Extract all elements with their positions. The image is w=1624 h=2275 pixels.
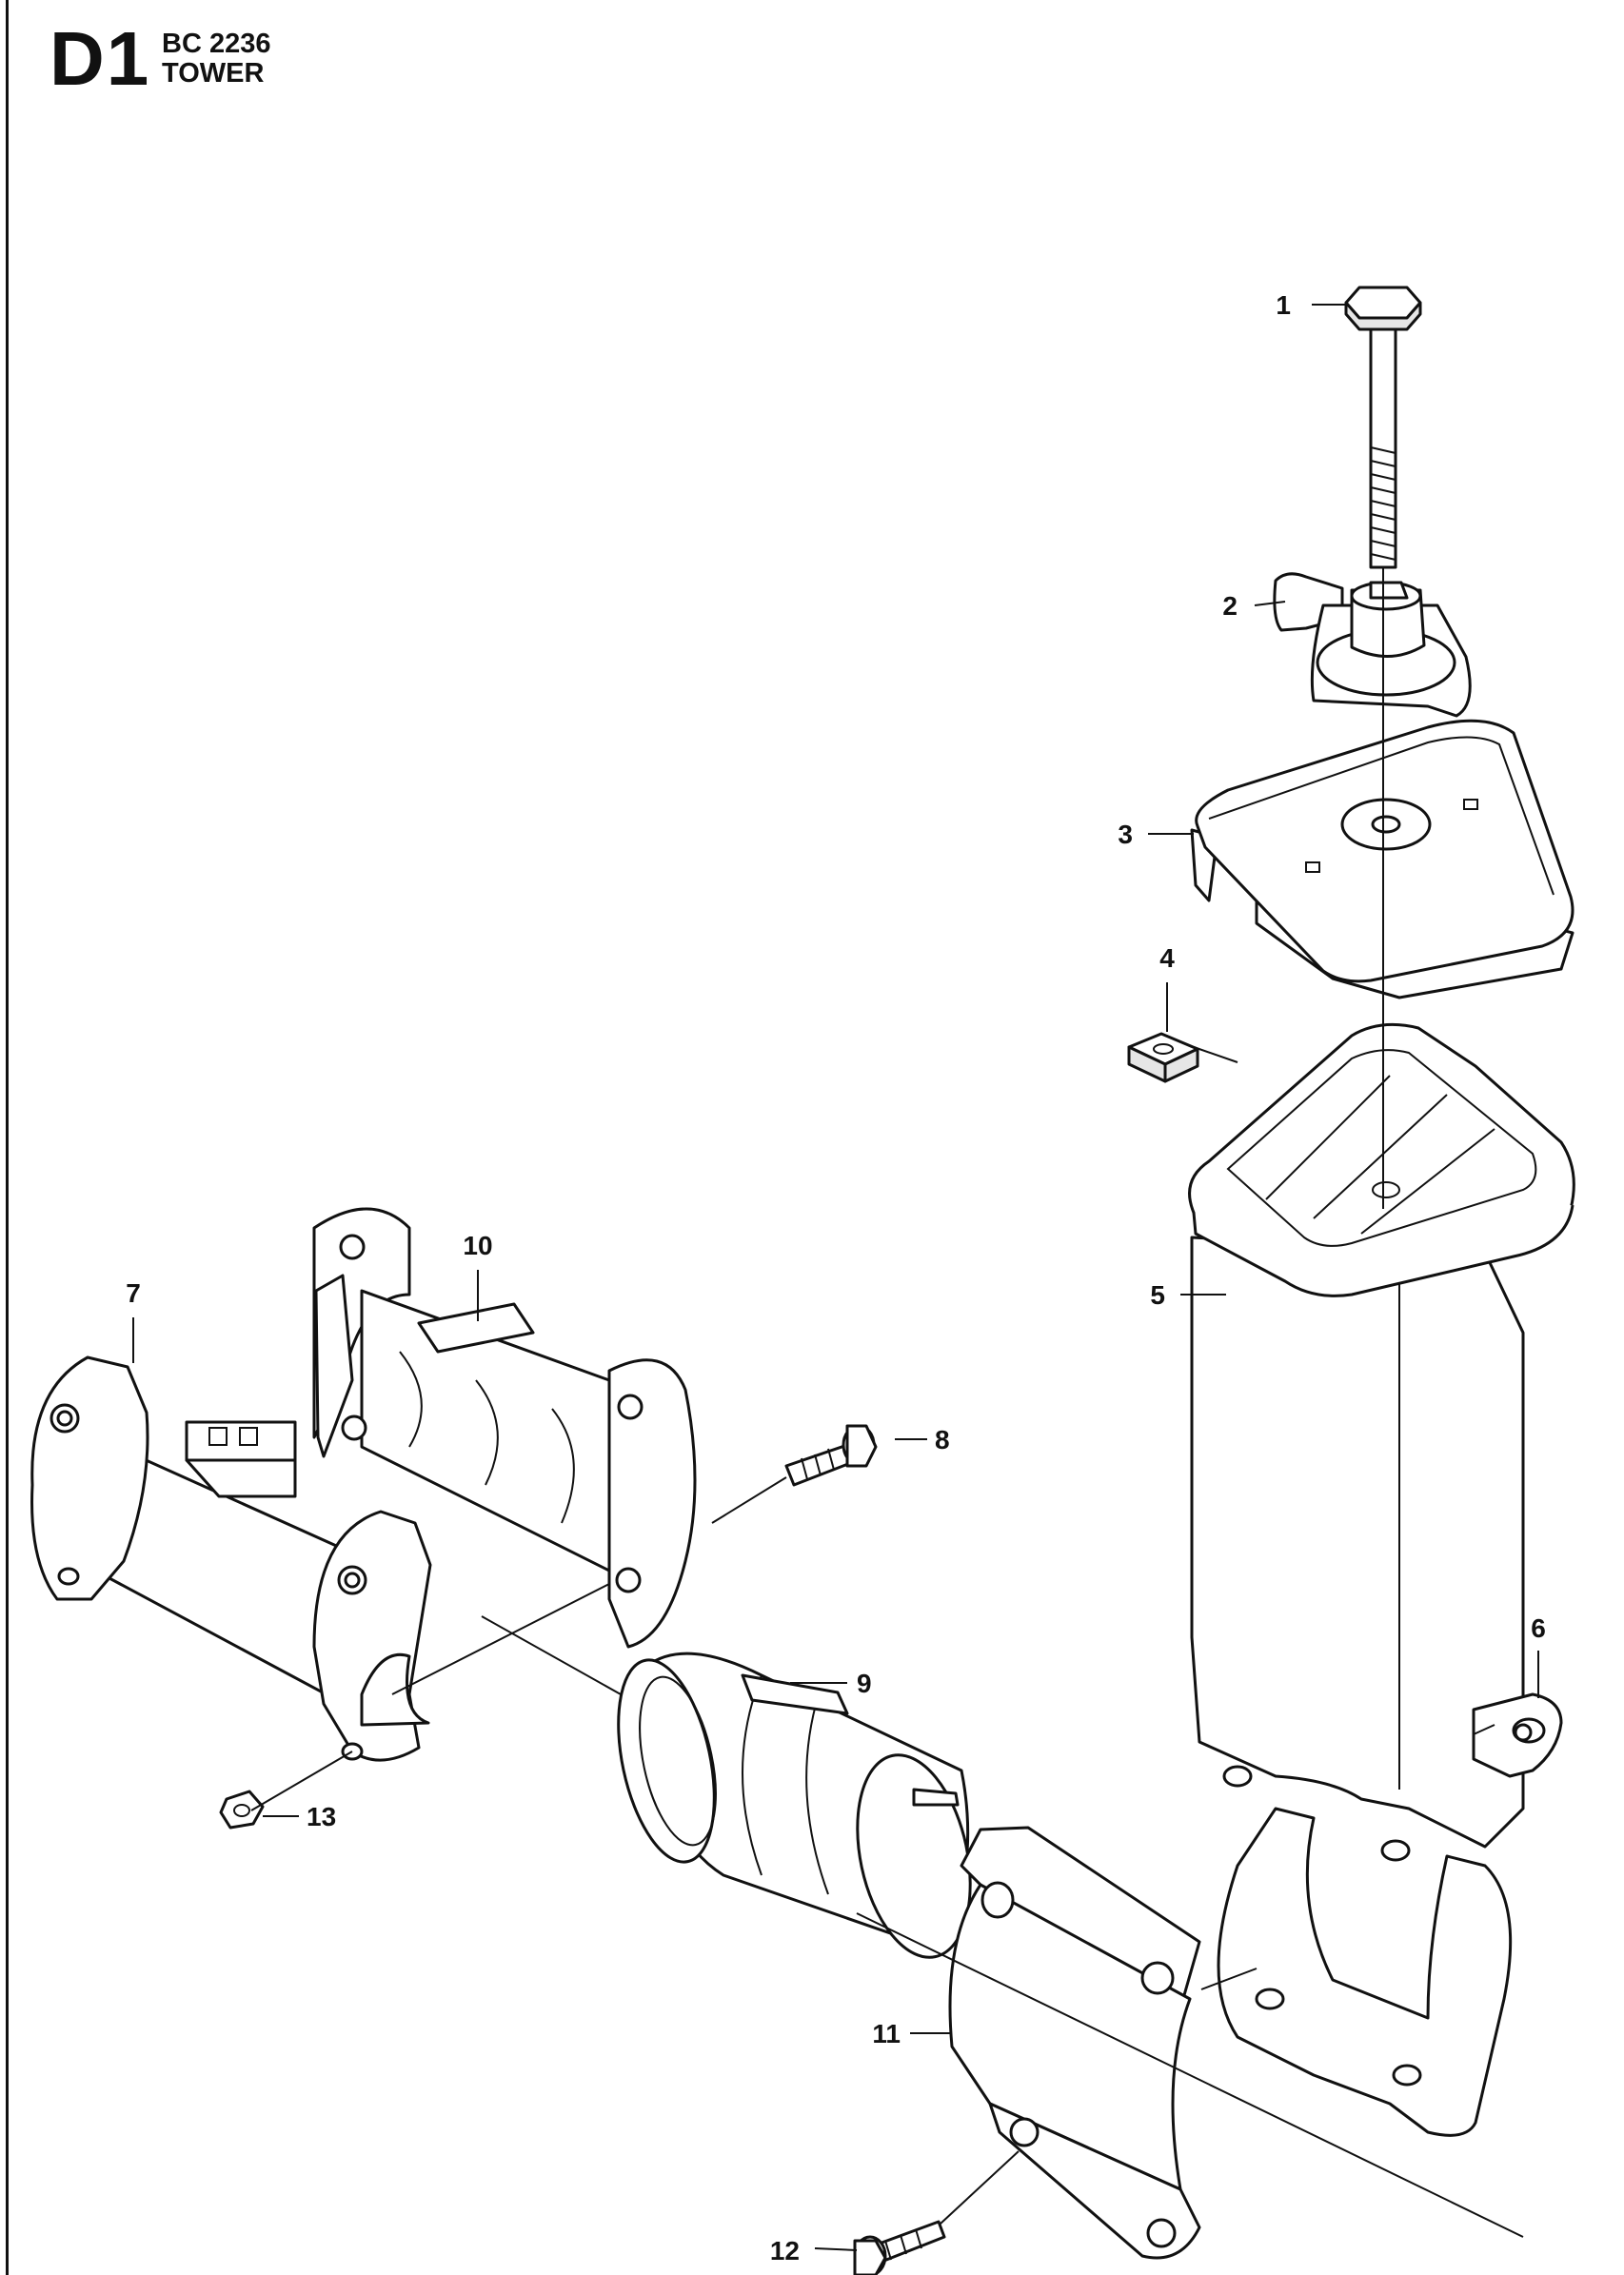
callout-8: 8 <box>935 1425 950 1454</box>
part-9-tube-sleeve[interactable] <box>603 1652 988 1968</box>
callout-1: 1 <box>1276 290 1291 320</box>
callout-leaders <box>132 304 1539 2251</box>
part-4-square-nut[interactable] <box>1127 1032 1199 1083</box>
part-5-tower[interactable] <box>1188 1022 1575 2137</box>
part-10-clamp-half[interactable] <box>312 1207 697 1649</box>
assembly-name: TOWER <box>162 58 265 89</box>
callout-labels: 1 2 3 4 5 6 7 8 9 10 11 12 13 <box>126 290 1546 2265</box>
callout-6: 6 <box>1531 1613 1546 1643</box>
callout-12: 12 <box>770 2236 800 2265</box>
part-7-clamp-housing[interactable] <box>30 1355 432 1762</box>
callout-3: 3 <box>1118 820 1133 849</box>
part-1-bolt[interactable] <box>1344 286 1422 600</box>
callout-4: 4 <box>1159 943 1175 973</box>
assembly-axis-lines <box>250 567 1524 2238</box>
callout-2: 2 <box>1222 591 1238 621</box>
part-8-screw[interactable] <box>784 1424 878 1487</box>
part-2-wing-knob[interactable] <box>1273 572 1472 718</box>
callout-9: 9 <box>857 1669 872 1698</box>
part-13-nut[interactable] <box>219 1790 265 1830</box>
section-code: D1 <box>50 16 151 101</box>
part-6-cable-clip[interactable] <box>1472 1692 1563 1778</box>
callout-10: 10 <box>463 1231 492 1260</box>
page-frame-line <box>6 0 9 2275</box>
callout-5: 5 <box>1150 1280 1165 1310</box>
part-12-screw[interactable] <box>853 2220 946 2275</box>
model-number: BC 2236 <box>162 29 271 59</box>
part-11-lower-clamp[interactable] <box>948 1826 1201 2260</box>
callout-7: 7 <box>126 1278 141 1308</box>
callout-13: 13 <box>307 1802 336 1831</box>
callout-11: 11 <box>872 2019 901 2048</box>
